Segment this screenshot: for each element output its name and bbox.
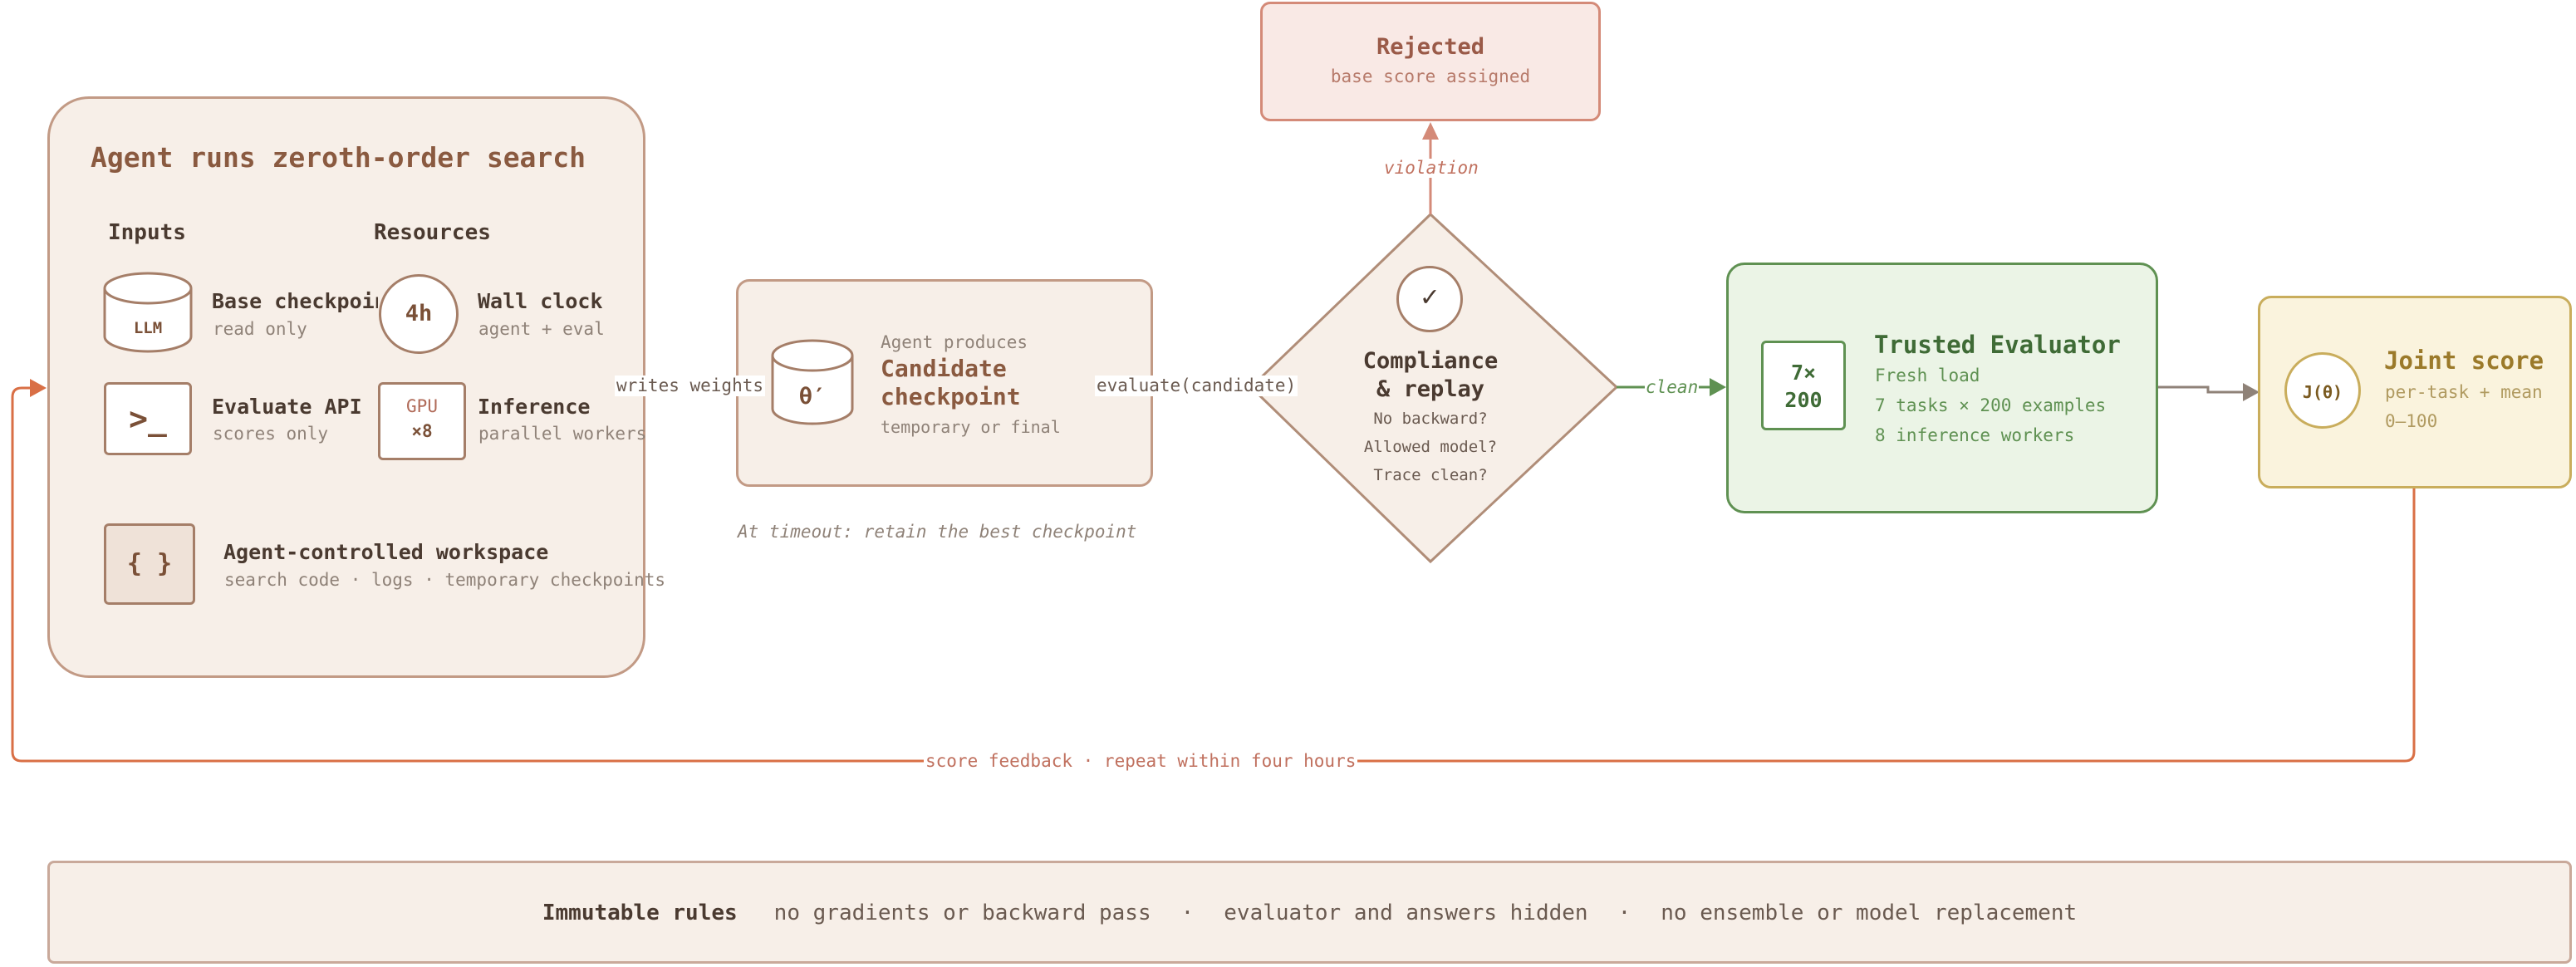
- compliance-title-line2: & replay: [1376, 376, 1485, 402]
- compliance-check-trace: Trace clean?: [1373, 466, 1488, 484]
- base-checkpoint-title-clip: Base checkpoint: [212, 291, 378, 316]
- candidate-title-line1: Candidate: [881, 355, 1007, 382]
- database-icon: [103, 272, 193, 353]
- check-icon-glyph: ✓: [1420, 280, 1439, 313]
- wall-clock-subtitle: agent + eval: [478, 319, 605, 339]
- workspace-subtitle: search code · logs · temporary checkpoin…: [224, 570, 666, 590]
- evaluate-api-title: Evaluate API: [212, 395, 362, 419]
- rule-no-ensemble: no ensemble or model replacement: [1661, 901, 2078, 925]
- evaluator-to-score-arrowhead: [2243, 383, 2260, 401]
- resources-heading: Resources: [374, 220, 491, 245]
- candidate-timeout-note: At timeout: retain the best checkpoint: [738, 522, 1137, 542]
- joint-score-icon-label: J(θ): [2302, 382, 2343, 402]
- candidate-title-line2: checkpoint: [881, 383, 1021, 410]
- gpu-icon-label-top: GPU: [406, 396, 438, 416]
- agent-panel-title: Agent runs zeroth-order search: [91, 141, 586, 174]
- joint-score-title: Joint score: [2384, 346, 2544, 375]
- evaluator-badge-line1: 7×: [1790, 361, 1817, 385]
- compliance-diamond: [1249, 212, 1619, 564]
- compliance-title-line1: Compliance: [1362, 348, 1499, 374]
- evaluator-badge: [1761, 341, 1846, 430]
- workspace-icon-label: { }: [126, 549, 173, 578]
- violation-arrowhead: [1422, 122, 1439, 140]
- wall-clock-icon-label: 4h: [405, 301, 433, 326]
- rejected-box: [1260, 2, 1601, 121]
- feedback-loop: [11, 386, 2416, 763]
- gpu-icon-label-bottom: ×8: [411, 421, 433, 441]
- evaluator-fresh-load: Fresh load: [1875, 366, 1980, 385]
- clean-label: clean: [1645, 377, 1700, 397]
- braces-icon: [104, 523, 195, 605]
- evaluate-candidate-label: evaluate(candidate): [1095, 376, 1298, 396]
- candidate-subtitle: temporary or final: [881, 417, 1061, 437]
- evaluator-badge-line2: 200: [1784, 388, 1823, 412]
- inference-subtitle: parallel workers: [478, 424, 647, 444]
- base-checkpoint-subtitle: read only: [213, 319, 307, 339]
- inputs-heading: Inputs: [108, 220, 186, 245]
- immutable-rules-content: Immutable rules no gradients or backward …: [47, 902, 2572, 924]
- rule-no-gradients: no gradients or backward pass: [773, 901, 1151, 925]
- clean-arrowhead: [1710, 378, 1726, 396]
- feedback-arrowhead: [30, 379, 47, 397]
- candidate-caption: Agent produces: [881, 332, 1028, 352]
- immutable-rules-bar: [47, 861, 2572, 964]
- rejected-title: Rejected: [1376, 34, 1485, 60]
- candidate-icon-label: θ′: [798, 384, 827, 410]
- evaluate-api-icon-label: >_: [129, 400, 167, 437]
- writes-weights-label: writes weights: [615, 376, 766, 396]
- evaluator-title: Trusted Evaluator: [1874, 331, 2121, 359]
- joint-score-icon: [2284, 352, 2361, 429]
- rejected-subtitle: base score assigned: [1330, 66, 1531, 86]
- evaluator-to-score-edge: [2158, 385, 2243, 394]
- evaluate-api-subtitle: scores only: [213, 424, 329, 444]
- immutable-rules-label: Immutable rules: [542, 901, 738, 925]
- check-icon: [1396, 266, 1463, 332]
- joint-score-detail: per-task + mean: [2385, 382, 2543, 402]
- terminal-icon: [104, 382, 192, 455]
- rule-evaluator-hidden: evaluator and answers hidden: [1224, 901, 1588, 925]
- evaluator-tasks: 7 tasks × 200 examples: [1875, 395, 2107, 415]
- rule-separator: ·: [1617, 901, 1631, 925]
- evaluator-workers: 8 inference workers: [1875, 425, 2075, 445]
- joint-score-range: 0–100: [2385, 411, 2438, 431]
- compliance-check-backward: No backward?: [1373, 410, 1488, 428]
- wall-clock-title: Wall clock: [478, 289, 603, 313]
- inference-title: Inference: [478, 395, 591, 419]
- clock-icon: [379, 274, 459, 354]
- gpu-icon: [378, 382, 466, 460]
- workspace-title: Agent-controlled workspace: [223, 540, 549, 564]
- violation-label: violation: [1382, 158, 1480, 178]
- base-checkpoint-title: Base checkpoint: [212, 291, 378, 313]
- base-checkpoint-icon-label: LLM: [133, 319, 163, 337]
- compliance-check-model: Allowed model?: [1363, 438, 1498, 456]
- checkpoint-cylinder-icon: [771, 339, 854, 425]
- feedback-label: score feedback · repeat within four hour…: [924, 751, 1358, 771]
- rule-separator: ·: [1180, 901, 1195, 925]
